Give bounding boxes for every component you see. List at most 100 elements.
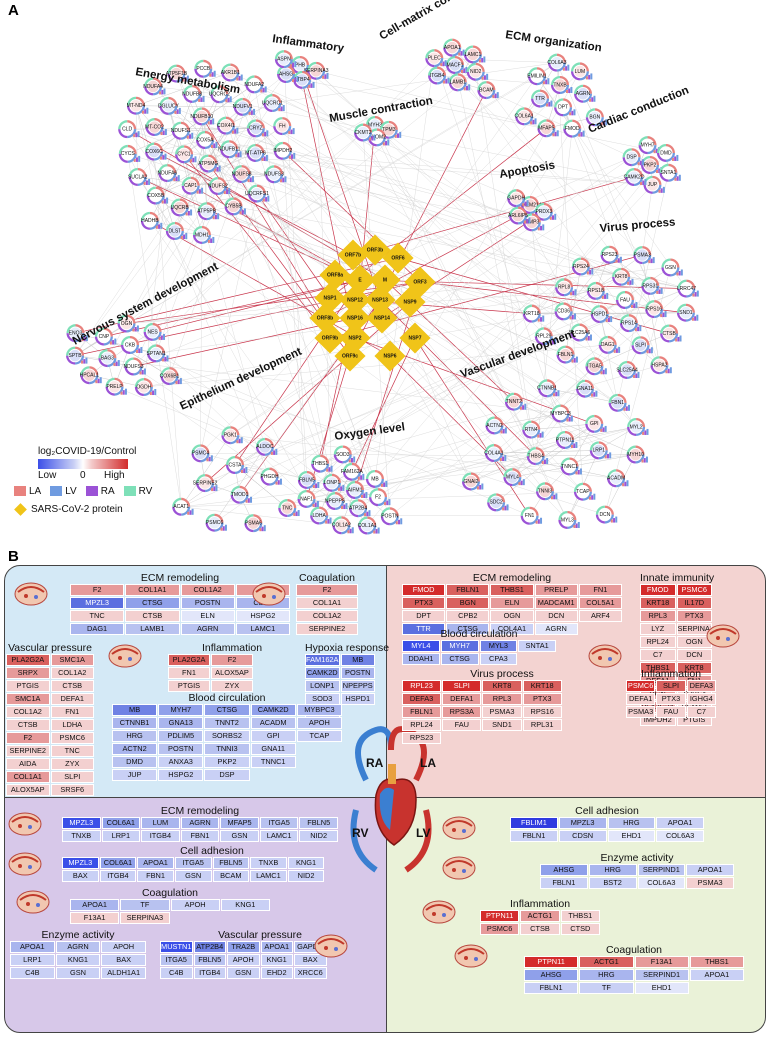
node-core xyxy=(464,474,478,489)
node-bar xyxy=(348,459,351,463)
node-core xyxy=(119,316,134,331)
protein-node: MYL3 xyxy=(558,510,580,529)
gene-cell: PLA2G2A xyxy=(6,654,50,666)
node-bar xyxy=(674,156,677,161)
node-core xyxy=(147,120,162,134)
protein-label: SNTA1 xyxy=(661,170,677,176)
network-edge xyxy=(512,388,586,478)
protein-node: RPL29 xyxy=(534,327,557,346)
node-bar xyxy=(628,404,631,411)
gene-cell: GSN xyxy=(174,870,212,882)
node-core xyxy=(382,123,396,137)
protein-node: ENO3 xyxy=(66,324,88,343)
node-bar xyxy=(591,268,594,275)
protein-label: FH xyxy=(279,123,286,129)
term-title: Coagulation xyxy=(298,572,356,584)
node-bar xyxy=(609,452,612,459)
protein-node: SND1 xyxy=(676,303,699,322)
viral-protein-node: NSP14 xyxy=(366,302,398,334)
gene-cell: PKP2 xyxy=(204,756,250,768)
network-edge xyxy=(229,149,622,278)
node-core xyxy=(275,119,289,133)
protein-label: OGDH xyxy=(136,384,151,390)
node-core xyxy=(679,281,694,296)
network-edge xyxy=(155,195,270,477)
node-core xyxy=(328,494,342,508)
node-bar xyxy=(163,333,166,340)
diamond-icon xyxy=(339,284,371,316)
node-bar xyxy=(243,468,246,473)
protein-node: COX6C xyxy=(145,142,167,161)
legend-chamber-label: RA xyxy=(100,486,115,497)
gene-cell: RPL23 xyxy=(402,680,442,692)
node-bar xyxy=(550,496,553,500)
node-bar xyxy=(229,96,232,103)
protein-node: KRT8 xyxy=(612,267,634,286)
protein-label: COL1A2 xyxy=(332,523,351,529)
node-bar xyxy=(198,98,201,102)
node-bar xyxy=(275,448,278,455)
protein-label: TNNI3 xyxy=(538,489,553,495)
node-bar xyxy=(646,350,649,354)
node-bar xyxy=(218,165,221,172)
protein-node: POSTN xyxy=(380,507,403,526)
node-core xyxy=(537,205,551,219)
protein-label: CTSB xyxy=(662,331,676,337)
network-edge xyxy=(143,344,608,388)
gene-cell: CAMK2D xyxy=(305,667,340,679)
gene-cell: LONP1 xyxy=(305,680,340,692)
gene-cell: DEFA3 xyxy=(402,693,442,705)
cluster-label: Cardiac conduction xyxy=(587,84,691,135)
protein-label: SOD3 xyxy=(336,452,350,458)
gene-cell xyxy=(251,769,296,781)
network-edge xyxy=(229,149,687,289)
protein-node: RPS24 xyxy=(571,257,594,276)
node-bar xyxy=(238,76,241,81)
node-bar xyxy=(387,139,390,146)
protein-label: FAM162A xyxy=(341,469,364,475)
protein-node: CAMK2D xyxy=(624,168,647,187)
protein-node: TNNT2 xyxy=(504,392,527,411)
node-bar xyxy=(382,142,385,146)
node-bar xyxy=(277,480,280,485)
network-edge xyxy=(470,439,566,482)
protein-node: RPS14 xyxy=(619,314,642,333)
gene-cell: PTX3 xyxy=(522,693,562,705)
viral-edge xyxy=(204,301,411,484)
gene-cell: PTX3 xyxy=(676,610,712,622)
network-edge xyxy=(523,62,558,117)
node-bar xyxy=(481,483,484,490)
node-bar xyxy=(270,451,273,455)
gene-cell: FBLN1 xyxy=(446,584,490,596)
node-bar xyxy=(504,505,507,511)
network-edge xyxy=(563,254,643,312)
node-bar xyxy=(567,64,570,71)
network-edge xyxy=(190,174,275,186)
node-bar xyxy=(671,157,674,161)
node-bar xyxy=(342,484,345,491)
viral-protein-label: NSP7 xyxy=(408,335,421,341)
node-bar xyxy=(149,392,152,396)
legend-viral-label: SARS-CoV-2 protein xyxy=(31,504,123,515)
protein-label: UQCRC2 xyxy=(209,92,230,98)
node-bar xyxy=(245,467,248,473)
node-core xyxy=(663,260,678,275)
protein-label: MB xyxy=(371,476,379,482)
gene-cell xyxy=(563,732,602,744)
protein-node: RPS16 xyxy=(645,300,667,319)
node-bar xyxy=(207,121,210,125)
network-edge xyxy=(254,84,622,277)
node-bar xyxy=(557,390,560,397)
node-core xyxy=(614,270,628,284)
node-bar xyxy=(465,67,468,73)
node-bar xyxy=(577,521,580,528)
network-edge xyxy=(181,454,636,507)
protein-label: NDUFS2 xyxy=(208,183,228,189)
node-bar xyxy=(660,188,663,193)
term-title: Inflammation xyxy=(201,642,263,654)
gene-cell: FMOD xyxy=(640,584,676,596)
